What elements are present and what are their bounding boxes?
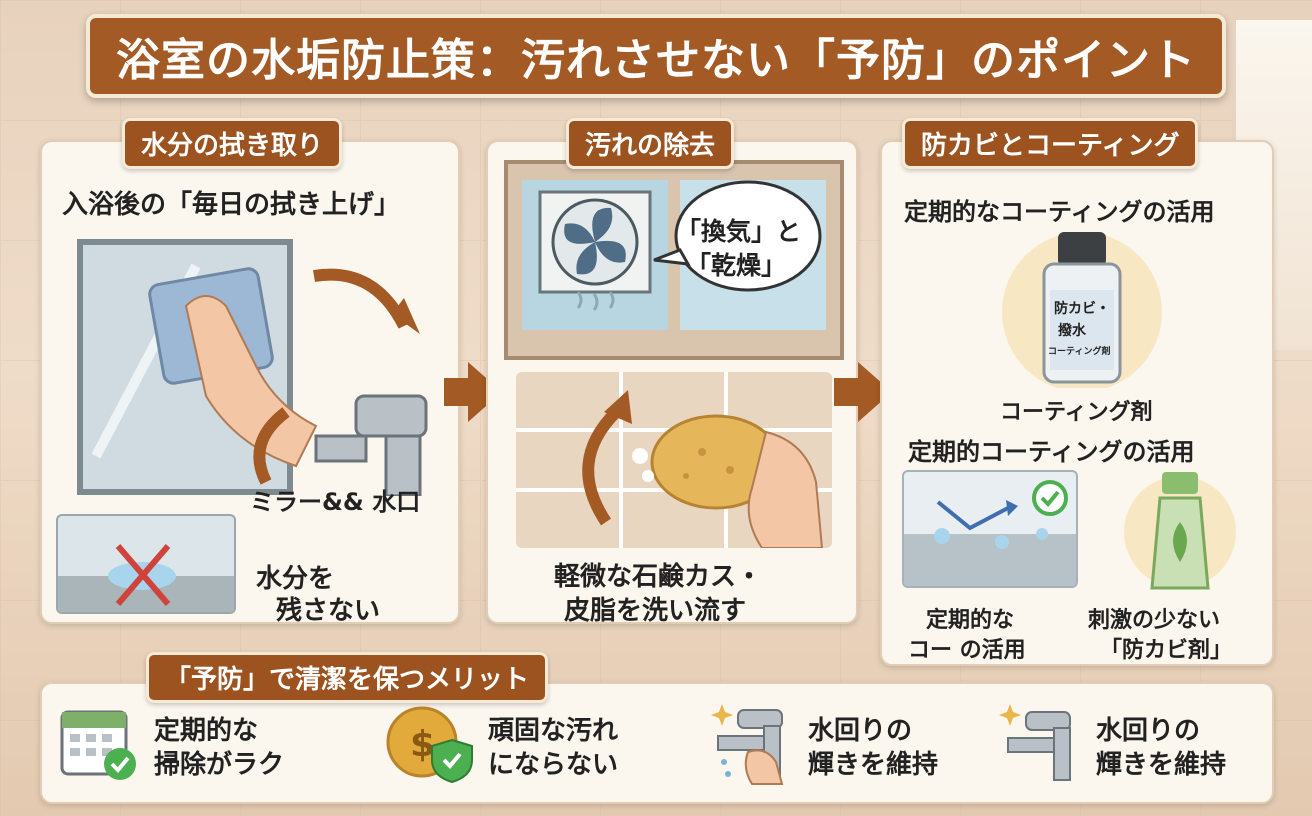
faucet-wipe-icon (711, 704, 784, 785)
merits-tag: 「予防」で清潔を保つメリット (146, 652, 549, 703)
mirror-faucet-label: ミラー&& 水口 (250, 488, 421, 516)
merit-4-line-2: 輝きを維持 (1096, 750, 1227, 780)
bubble-text-2: 「乾燥」 (686, 251, 787, 280)
coating-left-caption-2: コー の活用 (908, 638, 1026, 663)
merit-3-line-1: 水回りの (808, 716, 913, 746)
panel-clean-tag: 汚れの除去 (566, 118, 735, 169)
bubble-text-1: 「換気」と (676, 217, 802, 246)
clean-caption-2: 皮脂を洗い流す (564, 596, 747, 626)
merit-2-line-1: 頑固な汚れ (488, 716, 619, 746)
clean-caption-1: 軽微な石鹸カス・ (554, 562, 763, 592)
product-label: コーティング剤 (1000, 400, 1153, 425)
no-water-inset (56, 514, 236, 614)
coating-left-caption-1: 定期的な (926, 608, 1015, 633)
coating-bottle-icon (1002, 232, 1162, 388)
merit-4-line-1: 水回りの (1096, 716, 1201, 746)
panel-wipe: 入浴後の「毎日の拭き上げ」 ミラー&& 水口 水分を 残さない (40, 140, 460, 626)
panel-wipe-heading: 入浴後の「毎日の拭き上げ」 (62, 190, 401, 220)
svg-text:$: $ (410, 724, 435, 765)
page-title: 浴室の水垢防止策：汚れさせない「予防」のポイント (86, 14, 1226, 98)
panel-clean: 「換気」と 「乾燥」 軽微な石鹸カス・ 皮脂を洗い流す (486, 140, 858, 626)
panel-coating: 定期的なコーティングの活用 防カビ・ 撥水 コーティング剤 コーティング剤 定期… (880, 140, 1274, 666)
merit-3-line-2: 輝きを維持 (808, 750, 939, 780)
window-fan-illustration (504, 160, 844, 360)
merit-2-line-2: にならない (488, 750, 619, 780)
water-label-2: 残さない (276, 596, 381, 626)
coating-right-caption-1: 刺激の少ない (1088, 608, 1221, 633)
bottle-label-3: コーティング剤 (1048, 347, 1111, 357)
bottle-label-1: 防カビ・ (1054, 301, 1110, 317)
merit-1-line-2: 掃除がラク (154, 750, 285, 780)
merit-1-line-1: 定期的な (154, 716, 259, 746)
bottle-label-2: 撥水 (1058, 323, 1086, 339)
faucet-sparkle-icon (999, 704, 1071, 781)
sponge-tile-illustration (516, 372, 832, 548)
panel-coating-tag: 防カビとコーティング (902, 118, 1199, 169)
water-label-1: 水分を (256, 564, 335, 594)
spray-bottle-icon (1124, 472, 1236, 590)
coating-surface-inset (902, 470, 1078, 588)
panel-wipe-tag: 水分の拭き取り (122, 118, 343, 169)
coating-heading-2: 定期的コーティングの活用 (908, 438, 1195, 466)
calendar-check-icon (60, 710, 136, 780)
coating-right-caption-2: 「防カビ剤」 (1100, 638, 1233, 663)
mirror-wipe-illustration (77, 239, 428, 496)
coin-shield-icon: $ (386, 706, 473, 784)
coating-heading: 定期的なコーティングの活用 (904, 198, 1215, 226)
